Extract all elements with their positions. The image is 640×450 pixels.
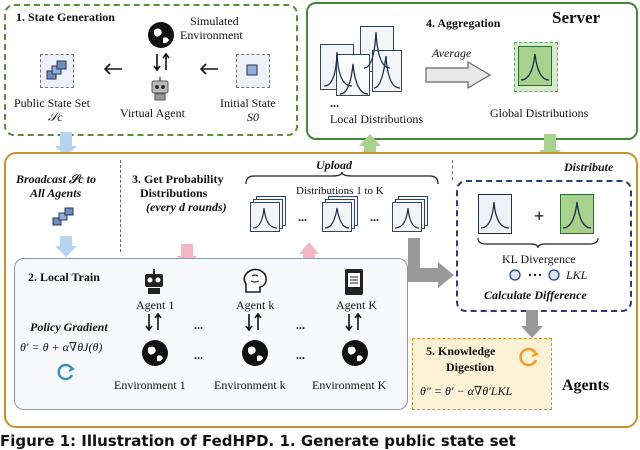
interaction-arrows-icon (345, 312, 362, 332)
agents-dots-1: ... (194, 318, 203, 332)
knowledge-digestion-title-2: Digestion (446, 360, 494, 374)
kl-divergence-label: KL Divergence (502, 252, 576, 266)
figure-caption: Figure 1: Illustration of FedHPD. 1. Gen… (0, 432, 516, 450)
initial-state-label: Initial State (220, 96, 276, 110)
global-distribution-curve-2 (562, 201, 592, 229)
policy-gradient-formula: θ′ = θ + α∇θJ(θ) (20, 340, 103, 354)
plus-sign: + (534, 206, 545, 226)
aggregation-title: 4. Aggregation (426, 16, 501, 30)
upload-brace-icon (245, 172, 439, 185)
distribution-dots-1: ... (298, 210, 307, 224)
interaction-arrows-icon (145, 312, 162, 332)
cube-stack-icon (46, 60, 67, 80)
global-distributions-label: Global Distributions (490, 106, 589, 120)
distribute-label: Distribute (564, 160, 614, 174)
virtual-agent-label: Virtual Agent (120, 106, 185, 120)
loss-nodes-icon (509, 269, 560, 281)
interaction-arrows-icon (153, 52, 170, 72)
broadcast-arrow-icon (55, 132, 77, 157)
environment-k-label: Environment k (214, 378, 286, 392)
globe-icon (148, 22, 174, 48)
distribution-stack-1 (250, 196, 290, 238)
env-dots-1: ... (194, 348, 203, 362)
separator-left (120, 160, 121, 252)
cube-icon (246, 64, 258, 76)
server-title: Server (552, 8, 601, 27)
agent-K-ereader-icon (345, 269, 363, 295)
cube-stack-icon (52, 207, 74, 226)
arrow-left-icon (199, 63, 218, 75)
global-distribution-curve (520, 53, 550, 81)
arrow-down-icon (55, 236, 77, 257)
distribution-stack-k (322, 196, 362, 238)
arrow-to-digestion-icon (521, 310, 543, 338)
distribution-dots-2: ... (370, 210, 379, 224)
local-distributions-ellipsis: ... (330, 96, 339, 110)
environment-K-globe-icon (342, 340, 368, 366)
knowledge-digestion-title-1: 5. Knowledge (426, 344, 496, 358)
public-state-set-label: Public State Set (14, 96, 90, 110)
agent-k-brain-icon (243, 268, 267, 293)
refresh-icon (57, 363, 75, 381)
loss-symbol: LKL (566, 268, 588, 282)
broadcast-label-1: Broadcast 𝒮c to (16, 172, 96, 186)
local-distribution-curve (480, 201, 510, 229)
arrow-left-icon (103, 63, 122, 75)
environment-k-globe-icon (242, 340, 268, 366)
agent-K-label: Agent K (336, 298, 377, 312)
local-train-title: 2. Local Train (28, 270, 100, 284)
broadcast-label-2: All Agents (30, 186, 82, 200)
environment-1-label: Environment 1 (114, 378, 186, 392)
kl-divergence-box (456, 180, 632, 312)
environment-K-label: Environment K (312, 378, 387, 392)
get-prob-title-1: 3. Get Probability (132, 172, 224, 186)
agent-1-label: Agent 1 (136, 298, 175, 312)
arrow-to-kl-icon (408, 238, 454, 288)
agents-title: Agents (562, 377, 610, 394)
virtual-agent-robot-icon (151, 77, 169, 101)
separator-right (452, 160, 453, 180)
local-distributions-stack (316, 24, 406, 104)
simulated-environment-label-1: Simulated (190, 14, 239, 28)
distribution-stack-K (392, 196, 432, 238)
agents-dots-2: ... (296, 318, 305, 332)
interaction-arrows-icon (245, 312, 262, 332)
distributions-1-to-k-label: Distributions 1 to K (296, 185, 384, 197)
policy-gradient-label: Policy Gradient (30, 320, 108, 334)
knowledge-digestion-formula: θ″ = θ′ − α∇θ′LKL (420, 384, 513, 398)
environment-1-globe-icon (142, 340, 168, 366)
simulated-environment-label-2: Environment (180, 28, 243, 42)
local-train-box (14, 258, 408, 410)
get-prob-title-2: Distributions (140, 186, 208, 200)
agent-1-robot-icon (145, 269, 163, 294)
average-label: Average (432, 46, 472, 60)
state-generation-title: 1. State Generation (16, 10, 115, 24)
agent-k-label: Agent k (236, 298, 275, 312)
public-state-set-symbol: 𝒮c (48, 110, 63, 124)
average-arrow-icon (425, 60, 492, 90)
refresh-orange-icon (519, 347, 540, 367)
env-dots-2: ... (296, 348, 305, 362)
local-distributions-label: Local Distributions (330, 112, 423, 126)
kl-brace-icon (477, 237, 599, 248)
get-prob-title-3: (every d rounds) (146, 200, 227, 214)
initial-state-symbol: S0 (247, 110, 259, 124)
calculate-difference-label: Calculate Difference (484, 288, 587, 302)
upload-label: Upload (316, 158, 352, 172)
